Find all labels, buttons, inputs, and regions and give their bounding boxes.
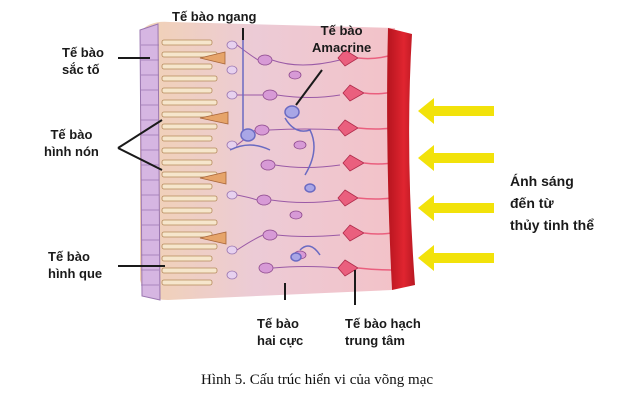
light-arrow: [418, 245, 494, 271]
figure-caption: Hình 5. Cấu trúc hiển vi của võng mạc: [200, 372, 434, 388]
photoreceptor-layer: [161, 39, 218, 286]
horizontal-cell: [229, 40, 271, 151]
label-cone-cells: Tế bào hình nón: [44, 127, 99, 159]
cone-cells: [199, 51, 229, 245]
label-ganglion-cells: Tế bào hạch trung tâm: [345, 316, 421, 348]
label-amacrine-cells: Tế bào Amacrine: [312, 23, 372, 55]
amacrine-cell: [284, 105, 321, 262]
light-arrow: [418, 195, 494, 221]
label-bipolar-cells: Tế bào hai cực: [257, 316, 304, 348]
label-horizontal-cells: Tế bào ngang: [172, 9, 257, 24]
label-light-source: Ánh sáng đến từ thủy tinh thể: [510, 173, 594, 233]
light-arrow: [418, 145, 494, 171]
light-arrows: [418, 98, 494, 271]
leader-lines: [117, 28, 356, 305]
light-arrow: [418, 98, 494, 124]
pigment-epithelium: [139, 23, 161, 301]
photoreceptor-nuclei: [226, 40, 238, 280]
ganglion-cells: [337, 49, 365, 277]
label-pigment-cells: Tế bào sắc tố: [62, 45, 104, 77]
blood-vessel: [387, 28, 415, 290]
label-rod-cells: Tế bào hình que: [48, 249, 103, 281]
neural-connections: [236, 44, 341, 269]
